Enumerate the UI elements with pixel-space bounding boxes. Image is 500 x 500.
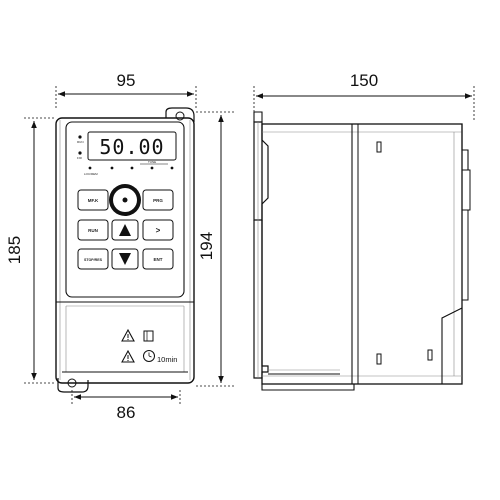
side-slot-bottom [376,353,382,365]
discharge-time-label: 10min [157,355,177,364]
led-fr [78,151,82,155]
side-slot-right [427,349,433,361]
dimension-depth-150: 150 [253,71,475,122]
led-loc-rem-label: LOC/REM [84,172,98,176]
dimension-label-height: 185 [5,236,24,264]
knob-center-dot [122,197,128,203]
mfk-button[interactable]: MF.K [77,189,109,211]
dimension-height-194: 194 [196,111,236,387]
front-view: 50.00 RUN F/R LOC/REM TUNE MF.K PRG RUN [55,107,195,393]
side-view [253,111,471,391]
ent-button-label: ENT [154,257,163,262]
led-fr-label: F/R [77,156,83,160]
dimension-label-width: 95 [117,71,136,90]
side-slot-top [376,141,382,153]
warning-label-manual [121,328,154,342]
dimension-label-mount-width: 86 [117,403,136,422]
stop-reset-button-label: STOP/RES [84,258,103,262]
led-unit-3 [150,166,154,170]
shift-button[interactable]: > [142,219,174,241]
run-button-label: RUN [88,228,98,233]
led-tune-label: TUNE [148,160,156,164]
dimension-label-depth: 150 [350,71,378,90]
dimension-height-185: 185 [5,117,56,384]
led-run [78,135,82,139]
shift-button-label: > [156,226,161,235]
clock-icon [143,350,155,362]
warning-triangle-icon [121,328,135,342]
run-button[interactable]: RUN [77,219,109,241]
prg-button[interactable]: PRG [142,189,174,211]
dimension-label-total-height: 194 [197,232,216,260]
warning-label-discharge: 10min [121,349,177,364]
up-button[interactable] [111,219,139,241]
stop-reset-button[interactable]: STOP/RES [77,248,109,270]
led-unit-1 [110,166,114,170]
mfk-button-label: MF.K [88,198,99,203]
led-loc-rem [88,166,92,170]
led-unit-2 [130,166,134,170]
warning-triangle-icon-2 [121,349,135,363]
arrow-up-icon [119,224,131,236]
dimension-width-86: 86 [71,390,181,422]
manual-book-icon [143,330,154,342]
dimension-width-95: 95 [55,71,197,108]
led-unit-4 [170,166,174,170]
led-run-label: RUN [77,140,84,144]
display-readout: 50.00 [99,135,164,159]
prg-button-label: PRG [153,198,163,203]
arrow-down-icon [119,253,131,265]
ent-button[interactable]: ENT [142,248,174,270]
down-button[interactable] [111,248,139,270]
